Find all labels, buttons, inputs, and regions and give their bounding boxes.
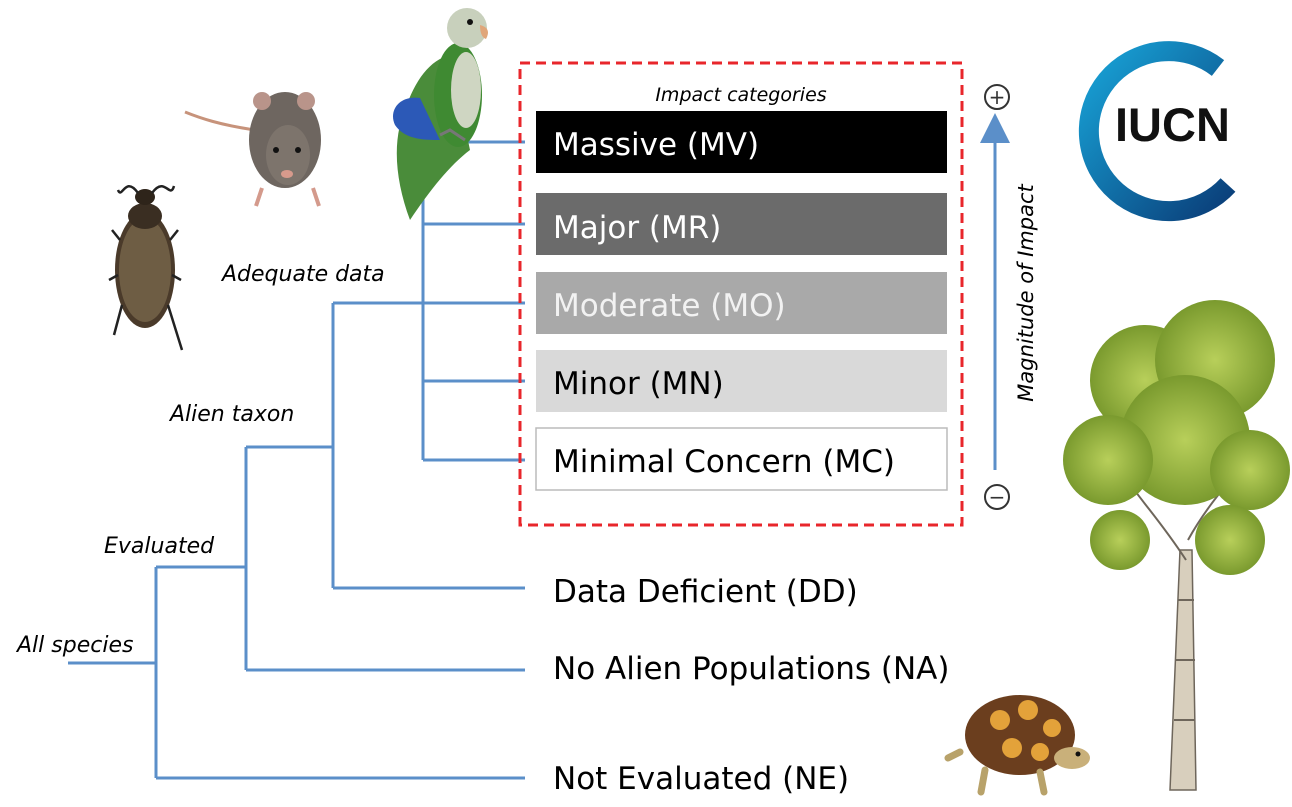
- magnitude-axis: + − Magnitude of Impact: [980, 84, 1038, 510]
- label-adequate-data: Adequate data: [220, 262, 385, 287]
- iucn-logo: IUCN: [1078, 41, 1236, 222]
- magnitude-axis-label: Magnitude of Impact: [1014, 184, 1038, 402]
- tree-icon: [1063, 300, 1290, 791]
- outcome-not-evaluated: Not Evaluated (NE): [553, 761, 849, 797]
- minus-symbol: −: [989, 485, 1006, 509]
- parrot-icon: [392, 8, 488, 220]
- label-all-species: All species: [15, 633, 133, 658]
- iucn-logo-ring-icon: [1078, 41, 1236, 222]
- outcome-no-alien-populations: No Alien Populations (NA): [553, 651, 949, 687]
- plus-icon: [984, 84, 1010, 110]
- category-label-moderate: Moderate (MO): [553, 288, 786, 324]
- category-box-major: [536, 193, 947, 255]
- impact-panel-title: Impact categories: [655, 84, 826, 106]
- label-evaluated: Evaluated: [104, 534, 215, 559]
- outcome-data-deficient: Data Deficient (DD): [553, 574, 858, 610]
- impact-panel-border: [518, 61, 964, 527]
- category-box-minor: [536, 350, 947, 412]
- category-box-moderate: [536, 272, 947, 334]
- impact-category-boxes: [535, 111, 948, 491]
- category-box-massive: [536, 111, 947, 173]
- category-label-major: Major (MR): [553, 210, 721, 246]
- plus-symbol: +: [989, 85, 1006, 109]
- label-alien-taxon: Alien taxon: [168, 402, 294, 427]
- category-box-minimal-concern: [535, 427, 948, 491]
- category-label-massive: Massive (MV): [553, 127, 759, 163]
- category-label-minimal-concern: Minimal Concern (MC): [553, 444, 895, 480]
- rat-icon: [184, 92, 321, 207]
- tortoise-icon: [944, 695, 1090, 796]
- beetle-icon: [108, 185, 184, 351]
- minus-icon: [984, 484, 1010, 510]
- category-label-minor: Minor (MN): [553, 366, 724, 402]
- iucn-logo-text: IUCN: [1115, 98, 1230, 151]
